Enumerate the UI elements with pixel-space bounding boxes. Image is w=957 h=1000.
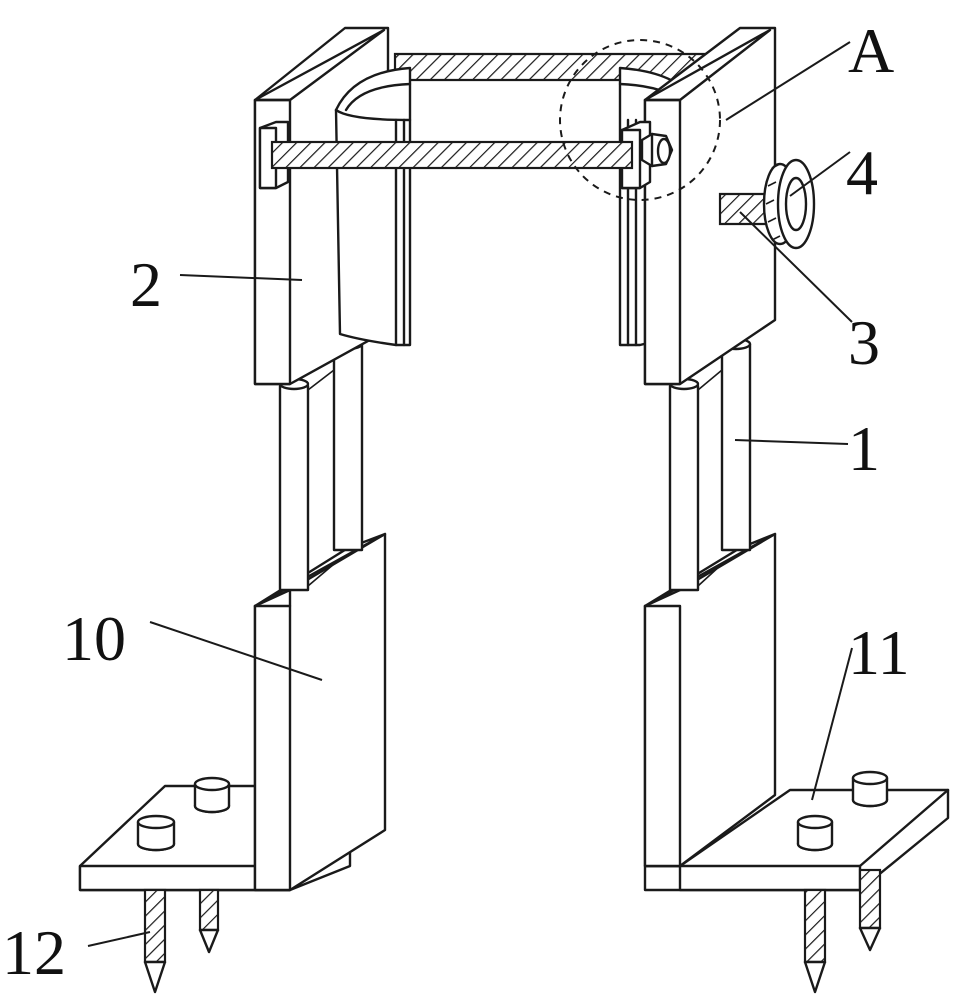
detail-circle-a <box>559 39 721 201</box>
label-12: 12 <box>2 917 66 988</box>
adjusting-knob <box>762 158 816 250</box>
label-2: 2 <box>130 249 162 320</box>
right-clamp-plate <box>643 26 777 386</box>
leader-4 <box>789 151 851 197</box>
leader-a <box>725 41 851 121</box>
right-upright-block <box>643 532 777 868</box>
leader-lines <box>87 41 853 947</box>
left-support-columns <box>278 337 364 592</box>
hex-nut <box>640 132 674 168</box>
right-base-bolt-2 <box>796 814 834 852</box>
label-4: 4 <box>846 137 878 208</box>
threaded-rod <box>270 140 634 170</box>
adjusting-screw-shaft <box>718 192 772 226</box>
left-base-bolt-1 <box>193 776 231 814</box>
label-11: 11 <box>848 617 910 688</box>
leader-3 <box>739 211 853 323</box>
label-a: A <box>848 15 894 86</box>
left-curved-jaw <box>334 66 412 347</box>
leader-2 <box>179 274 303 281</box>
left-upright-block <box>253 532 387 892</box>
label-3: 3 <box>848 307 880 378</box>
leader-12 <box>87 931 151 947</box>
label-10: 10 <box>62 603 126 674</box>
right-lower-foot-base <box>643 770 950 994</box>
leader-11 <box>811 647 853 801</box>
label-1: 1 <box>848 413 880 484</box>
right-ground-screw-1 <box>803 888 827 994</box>
right-ground-screw-2 <box>858 868 882 952</box>
right-base-bolt-1 <box>851 770 889 808</box>
left-ground-screw-1 <box>143 888 167 994</box>
leader-1 <box>734 439 849 445</box>
left-base-bolt-2 <box>136 814 176 852</box>
leader-10 <box>149 621 323 681</box>
left-ground-screw-2 <box>198 888 220 954</box>
